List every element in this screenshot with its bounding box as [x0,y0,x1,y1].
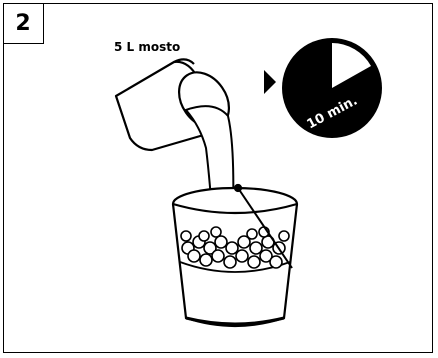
ingredient-label: 5 L mosto [114,40,180,54]
arrow-right-icon [264,70,276,94]
timer-clock-icon: 10 min. [282,38,382,138]
bucket-with-grapes-icon [173,185,297,326]
